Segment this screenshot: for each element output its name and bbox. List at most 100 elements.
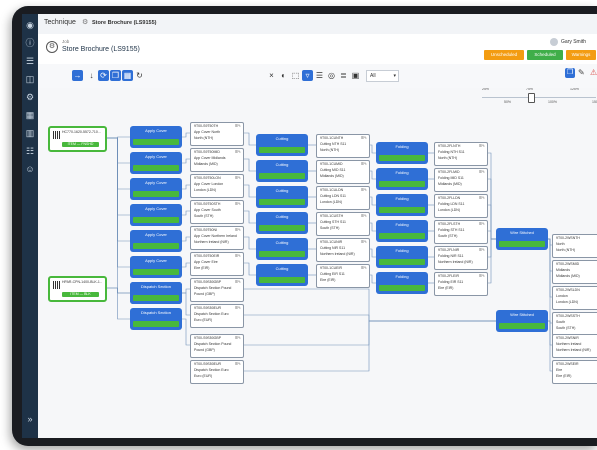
filter-icon[interactable]: ▿ [302,70,313,81]
process-step[interactable]: Wire Stitched [496,310,548,332]
edit-icon[interactable]: ☰✎ [478,222,485,226]
home-icon[interactable]: ◉ [26,20,34,30]
edit-icon[interactable]: ☰✎ [360,266,367,270]
edit-icon[interactable]: ☰✎ [360,240,367,244]
edit-icon[interactable]: ☰✎ [360,136,367,140]
edit-icon[interactable]: ☰✎ [234,306,241,310]
process-step[interactable]: Apply Cover [130,126,182,148]
process-step[interactable]: Folding [376,168,428,190]
copy-button[interactable]: ❐ [565,68,575,78]
edit-icon[interactable]: ☰✎ [478,196,485,200]
alert-icon[interactable]: ⚠ [590,68,597,77]
settings-icon[interactable]: ⚙ [25,92,35,102]
edit-icon[interactable]: ☰✎ [478,144,485,148]
edit-icon[interactable]: ☰✎ [360,188,367,192]
boxes-icon[interactable]: ▦ [25,110,35,120]
process-step[interactable]: Apply Cover [130,230,182,252]
edit-icon[interactable]: ☰✎ [234,150,241,154]
edit-icon[interactable]: ☰✎ [234,280,241,284]
edit-icon[interactable]: ☰✎ [478,170,485,174]
edit-icon[interactable]: ☰✎ [360,162,367,166]
process-step[interactable]: Cutting [256,238,308,260]
unscheduled-button[interactable]: Unscheduled [484,50,524,60]
process-step[interactable]: Wire Stitched [496,228,548,250]
edit-icon[interactable]: ☰✎ [234,228,241,232]
edit-icon[interactable]: ☰✎ [478,274,485,278]
breadcrumb[interactable]: Store Brochure (LS9155) [92,20,157,26]
process-step[interactable]: Dispatch Section [130,308,182,330]
input-node[interactable]: HPAR-CPN-1400-BLK-1...ITEM — BLK [48,276,107,302]
scheduled-button[interactable]: Scheduled [527,50,563,60]
gear-icon[interactable]: ⚙ [46,41,58,53]
process-step[interactable]: Apply Cover [130,152,182,174]
process-step[interactable]: Apply Cover [130,256,182,278]
person-icon[interactable]: ☺ [25,164,35,174]
avatar[interactable] [550,38,558,46]
layers-icon[interactable]: ◫ [25,74,35,84]
target-icon[interactable]: ◎ [328,71,335,80]
input-node[interactable]: HC770-1620-5572-710...ITEM — FNSHD [48,126,107,152]
layout-icon[interactable]: ◐ [281,71,286,80]
arrow-down-icon[interactable]: ↓ [89,71,94,80]
process-step[interactable]: Apply Cover [130,178,182,200]
process-step[interactable]: Dispatch Section [130,282,182,304]
refresh-icon[interactable]: ⟳ [98,70,109,81]
edit-icon[interactable]: ☰✎ [234,254,241,258]
edit-icon[interactable]: ☰✎ [478,248,485,252]
report-icon[interactable]: ☷ [25,146,35,156]
align-icon[interactable]: ⬚ [291,71,300,80]
workflow-canvas[interactable]: 25%50%75%100%125%150% HC770-1620-5572-71… [38,88,597,438]
calendar-icon[interactable]: ▣ [351,71,360,80]
process-step[interactable]: Cutting [256,160,308,182]
reload-icon[interactable]: ↻ [136,71,143,80]
process-step[interactable]: Apply Cover [130,204,182,226]
columns-icon[interactable]: ☰ [315,71,324,80]
edit-icon[interactable]: ☰✎ [234,176,241,180]
expand-icon[interactable]: » [27,414,33,424]
edit-icon[interactable]: ☰✎ [234,124,241,128]
edit-icon[interactable]: ✎ [578,68,585,77]
process-step[interactable]: Cutting [256,134,308,156]
process-step[interactable]: Folding [376,142,428,164]
edit-icon[interactable]: ☰✎ [234,336,241,340]
arrow-right-icon[interactable]: → [72,70,83,81]
process-step[interactable]: Folding [376,272,428,294]
zoom-slider[interactable]: 25%50%75%100%125%150% [482,88,597,105]
warnings-button[interactable]: Warnings [566,50,596,60]
process-step[interactable]: Cutting [256,264,308,286]
copy-icon[interactable]: ❐ [110,70,121,81]
close-filter-icon[interactable]: × [269,71,274,80]
process-step[interactable]: Cutting [256,186,308,208]
process-step[interactable]: Folding [376,194,428,216]
info-icon[interactable]: ⓘ [25,38,35,48]
settings-icon[interactable]: ⚙ [82,19,89,26]
edit-icon[interactable]: ☰✎ [360,214,367,218]
